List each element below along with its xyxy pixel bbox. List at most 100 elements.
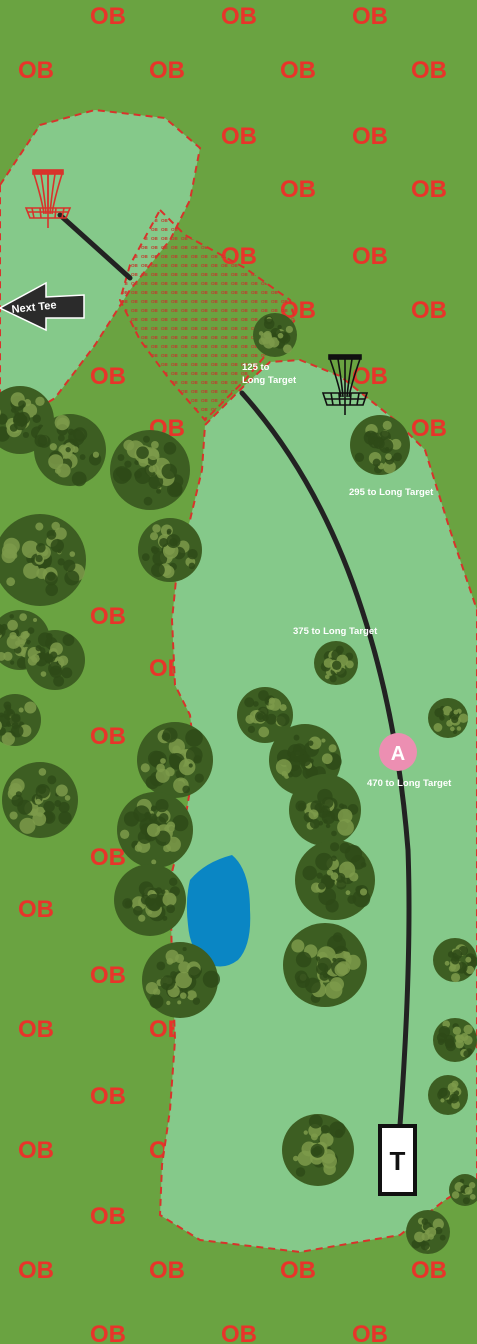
tree-leaf	[24, 701, 37, 714]
tree-leaf	[359, 888, 368, 896]
tree-leaf	[166, 528, 172, 534]
tree-leaf	[332, 932, 343, 943]
tree-cluster	[110, 430, 190, 510]
tree-leaf	[297, 802, 306, 811]
tree-leaf	[435, 1226, 443, 1235]
tree-leaf	[268, 697, 276, 704]
tree-leaf	[383, 460, 396, 474]
tree-leaf	[26, 639, 32, 645]
arrow-left-icon	[0, 281, 85, 332]
tee-label: T	[390, 1146, 406, 1176]
tree-leaf	[455, 1034, 465, 1043]
pond	[186, 855, 251, 967]
tree-leaf	[7, 619, 18, 631]
tree-leaf	[182, 947, 187, 952]
tree-leaf	[174, 953, 185, 964]
tree-leaf	[57, 434, 65, 442]
tree-leaf	[420, 1241, 430, 1251]
tree-cluster	[114, 864, 186, 936]
tree-leaf	[447, 1082, 458, 1093]
tree-leaf	[452, 1026, 462, 1035]
tree-leaf	[166, 824, 175, 833]
tree-leaf	[291, 939, 305, 953]
ob-label: OB	[90, 844, 126, 871]
tree-leaf	[92, 451, 100, 458]
tree-cluster	[314, 641, 358, 685]
ob-label: OB	[18, 57, 54, 84]
tree-leaf	[302, 865, 317, 881]
tree-leaf	[321, 753, 333, 765]
tree-leaf	[258, 726, 270, 738]
ob-hatched-zone	[118, 208, 297, 422]
ob-label: OB	[90, 962, 126, 989]
ob-label: OB	[411, 176, 447, 203]
tree-leaf	[263, 318, 275, 330]
tree-leaf	[166, 1000, 171, 1006]
tree-leaf	[247, 725, 256, 734]
tree-leaf	[308, 1114, 323, 1129]
waypoint-a[interactable]: A	[379, 733, 417, 771]
tree-leaf	[324, 674, 330, 680]
tree-leaf	[315, 956, 321, 961]
tree-leaf	[440, 1098, 445, 1103]
tree-leaf	[160, 889, 166, 895]
tree-cluster	[237, 687, 293, 743]
tree-leaf	[256, 713, 264, 720]
tree-leaf	[175, 971, 192, 989]
tree-leaf	[446, 720, 453, 727]
ob-label: OB	[90, 3, 126, 30]
ob-label: OB	[411, 57, 447, 84]
tree-leaf	[338, 803, 345, 809]
tree-cluster	[428, 698, 469, 738]
tree-leaf	[49, 665, 63, 678]
ob-label: OB	[352, 123, 388, 150]
tree-leaf	[449, 1093, 459, 1104]
tree-leaf	[3, 701, 12, 710]
tree-leaf	[161, 732, 171, 741]
tree-leaf	[36, 542, 46, 553]
tree-leaf	[244, 697, 255, 708]
tree-leaf	[188, 763, 193, 768]
distance-125-line2: Long Target	[242, 375, 297, 386]
tree-leaf	[170, 971, 177, 978]
tree-leaf	[120, 829, 130, 839]
tree-leaf	[188, 966, 201, 979]
tree-leaf	[141, 553, 150, 561]
tree-leaf	[437, 1038, 445, 1046]
tree-leaf	[0, 409, 1, 416]
tee-pad[interactable]: T	[378, 1124, 417, 1196]
tree-leaf	[32, 812, 47, 827]
tree-leaf	[464, 1186, 473, 1195]
long-basket-icon	[321, 354, 369, 415]
tree-leaf	[382, 420, 392, 430]
tree-leaf	[58, 811, 72, 825]
ob-label: OB	[280, 1257, 316, 1284]
tree-leaf	[463, 1035, 473, 1045]
tree-leaf	[149, 532, 159, 541]
tree-leaf	[450, 972, 461, 983]
distance-125-line1: 125 to	[242, 362, 270, 373]
tree-leaf	[1, 732, 15, 746]
tree-leaf	[339, 842, 351, 854]
tree-leaf	[140, 895, 151, 905]
tree-leaf	[14, 410, 20, 417]
next-tee-arrow[interactable]: Next Tee	[0, 281, 85, 332]
tree-leaf	[11, 552, 18, 559]
ob-label: OB	[221, 123, 257, 150]
tree-leaf	[51, 521, 61, 531]
tree-leaf	[10, 660, 15, 665]
tree-leaf	[19, 613, 27, 621]
tree-cluster	[0, 514, 86, 606]
tree-leaf	[372, 458, 381, 467]
tree-leaf	[329, 977, 344, 992]
tree-leaf	[320, 1124, 330, 1134]
tree-leaf	[46, 632, 53, 640]
tree-leaf	[44, 572, 58, 586]
tree-leaf	[61, 667, 73, 679]
distance-375: 375 to Long Target	[293, 626, 378, 637]
tree-leaf	[332, 957, 337, 962]
tree-leaf	[188, 562, 196, 570]
tree-leaf	[439, 1234, 446, 1241]
tree-leaf	[172, 814, 189, 832]
